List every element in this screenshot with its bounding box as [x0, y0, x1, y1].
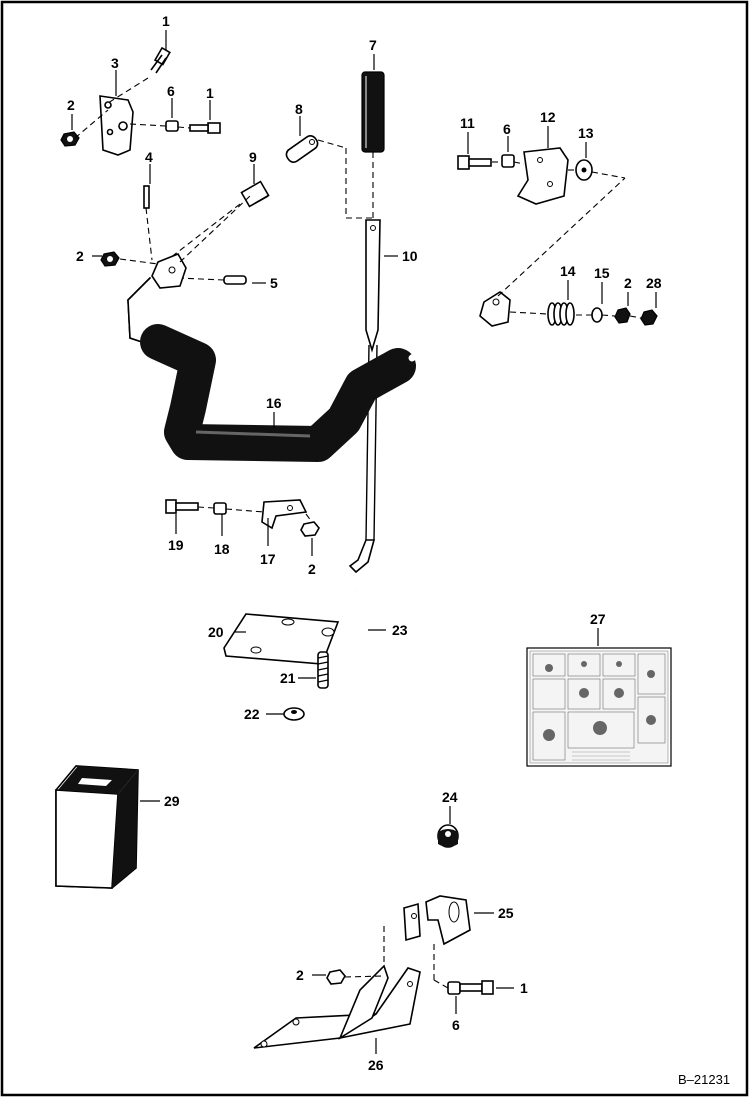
callout-7: 7 [369, 37, 377, 53]
callout-2: 2 [67, 97, 75, 113]
nut-part-28 [640, 309, 658, 326]
callout-labels: 1 3 2 6 1 4 9 8 7 10 2 5 11 6 12 13 14 1… [67, 13, 730, 1087]
spacer-part-6-right [501, 154, 515, 168]
rod-end-lower [348, 539, 376, 574]
decal-part-27 [526, 647, 672, 767]
washer-part-15 [591, 307, 603, 323]
washer-part-22 [283, 707, 305, 721]
callout-20: 20 [208, 624, 224, 640]
callout-16: 16 [266, 395, 282, 411]
callout-25: 25 [498, 905, 514, 921]
drawing-number: B–21231 [678, 1072, 730, 1087]
callout-13: 13 [578, 125, 594, 141]
nut-part-2-lower-mid [300, 521, 320, 537]
leader-lines [71, 30, 657, 1054]
spacer-part-18 [213, 502, 227, 515]
bracket-part-17 [261, 499, 308, 530]
callout-11: 11 [460, 115, 475, 131]
callout-14: 14 [560, 263, 576, 279]
callout-19: 19 [168, 537, 184, 553]
callout-6: 6 [167, 83, 175, 99]
callout-29: 29 [164, 793, 180, 809]
bolt-part-1-top [150, 46, 171, 74]
pin-part-4 [143, 185, 153, 261]
bracket-part-3 [99, 95, 134, 156]
callout-8: 8 [295, 101, 303, 117]
callout-15: 15 [594, 265, 610, 281]
callout-23: 23 [392, 622, 408, 638]
nut-part-2-right [614, 307, 631, 324]
bolt-part-11 [457, 155, 492, 170]
spring-part-9 [240, 180, 270, 208]
callout-2d: 2 [308, 561, 316, 577]
spring-part-21 [317, 651, 329, 689]
callout-6c: 6 [452, 1017, 460, 1033]
callout-12: 12 [540, 109, 556, 125]
bracket-part-12 [516, 147, 569, 205]
bracket-part-25 [403, 895, 471, 946]
callout-9: 9 [249, 149, 257, 165]
callout-1: 1 [162, 13, 170, 29]
callout-28: 28 [646, 275, 662, 291]
callout-1b: 1 [206, 85, 214, 101]
callout-6b: 6 [503, 121, 511, 137]
callout-22: 22 [244, 706, 260, 722]
pedal-bar-part-16 [127, 252, 511, 462]
bolt-part-1-horizontal [189, 122, 221, 134]
callout-4: 4 [145, 149, 153, 165]
bolt-part-19 [165, 499, 199, 514]
callout-5: 5 [270, 275, 278, 291]
mount-bracket-part-26 [253, 964, 421, 1049]
spacer-part-6-bottom [447, 981, 461, 995]
manual-canister-part-29 [55, 765, 139, 889]
grommet-part-24 [437, 824, 459, 848]
callout-21: 21 [280, 670, 296, 686]
callout-18: 18 [214, 541, 230, 557]
callout-2c: 2 [624, 275, 632, 291]
nut-part-2-bottom [326, 969, 346, 985]
nut-part-2-mid-left [100, 251, 159, 267]
spacer-part-6-upper [165, 120, 179, 132]
callout-26: 26 [368, 1057, 384, 1073]
callout-27: 27 [590, 611, 606, 627]
callout-17: 17 [260, 551, 276, 567]
callout-3: 3 [111, 55, 119, 71]
callout-1c: 1 [520, 980, 528, 996]
callout-2b: 2 [76, 248, 84, 264]
pedal-knob-part-7 [361, 71, 385, 153]
callout-2e: 2 [296, 967, 304, 983]
pin-part-5 [177, 275, 247, 285]
callout-24: 24 [442, 789, 458, 805]
pin-part-8 [285, 135, 319, 163]
bracket-assembly-upper-left [60, 46, 221, 156]
control-rod-part-10 [365, 219, 381, 353]
pedal-rod-part-23 [329, 589, 379, 909]
spring-part-14 [547, 302, 575, 326]
callout-10: 10 [402, 248, 418, 264]
bolt-part-1-bottom [459, 980, 494, 995]
